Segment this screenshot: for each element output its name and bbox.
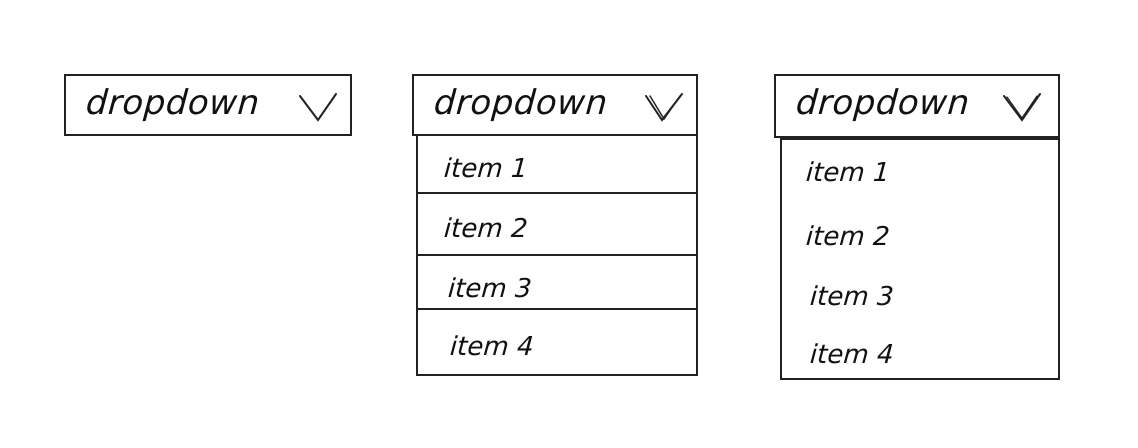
item-label: item 1 [442, 154, 529, 184]
chevron-down-icon[interactable] [298, 92, 338, 122]
item-label: item 3 [808, 282, 895, 312]
dropdown-expanded-plain-header[interactable]: dropdown [774, 74, 1060, 138]
dropdown-menu-plain: item 1 item 2 item 3 item 4 [780, 138, 1060, 380]
item-label: item 3 [446, 274, 533, 304]
list-item[interactable]: item 3 [418, 256, 696, 310]
list-item[interactable]: item 4 [418, 310, 696, 376]
item-label: item 4 [808, 340, 895, 370]
dropdown-label: dropdown [432, 83, 610, 123]
item-label: item 2 [442, 214, 529, 244]
list-item[interactable]: item 2 [418, 194, 696, 256]
chevron-down-icon[interactable] [644, 92, 684, 122]
list-item[interactable]: item 1 [418, 136, 696, 194]
chevron-down-icon[interactable] [1002, 92, 1042, 122]
dropdown-menu-dividers: item 1 item 2 item 3 item 4 [416, 134, 698, 376]
dropdown-collapsed[interactable]: dropdown [64, 74, 352, 136]
list-item[interactable]: item 2 [782, 200, 1058, 260]
list-item[interactable]: item 1 [782, 140, 1058, 200]
dropdown-expanded-dividers-header[interactable]: dropdown [412, 74, 698, 136]
item-label: item 1 [804, 158, 891, 188]
list-item[interactable]: item 4 [782, 320, 1058, 380]
item-label: item 2 [804, 222, 891, 252]
dropdown-label: dropdown [84, 83, 262, 123]
item-label: item 4 [448, 332, 535, 362]
dropdown-label: dropdown [794, 83, 972, 123]
list-item[interactable]: item 3 [782, 260, 1058, 320]
